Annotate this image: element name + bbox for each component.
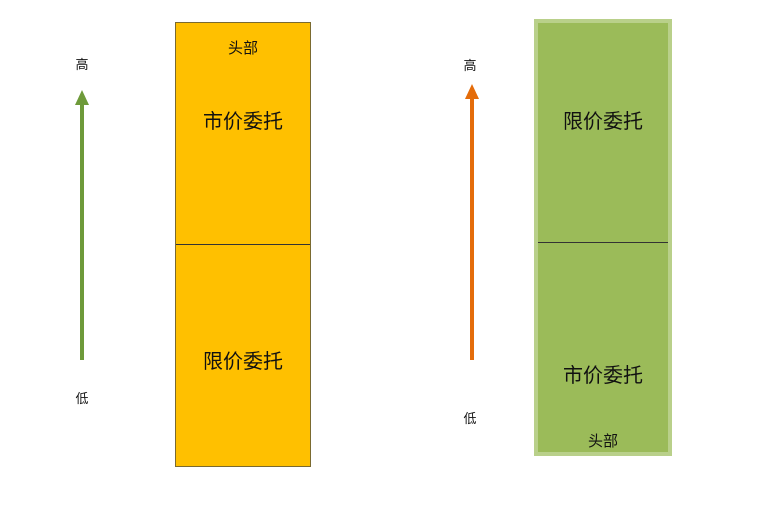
left-divider: [176, 244, 310, 245]
left-high-label: 高: [75, 58, 89, 73]
right-divider: [538, 242, 668, 243]
right-high-label: 高: [463, 59, 477, 74]
left-up-arrow-icon: [75, 90, 89, 360]
right-market-order-label: 市价委托: [563, 363, 643, 387]
right-low-label: 低: [463, 412, 477, 427]
left-head-label: 头部: [227, 39, 258, 57]
left-market-order-label: 市价委托: [203, 109, 283, 133]
right-up-arrow-icon: [465, 84, 479, 360]
right-limit-order-label: 限价委托: [563, 109, 643, 133]
right-head-label: 头部: [587, 432, 618, 450]
right-order-queue: 限价委托 市价委托 头部: [534, 19, 672, 456]
left-low-label: 低: [75, 392, 89, 407]
left-order-queue: 头部 市价委托 限价委托: [175, 22, 311, 467]
left-limit-order-label: 限价委托: [203, 349, 283, 373]
